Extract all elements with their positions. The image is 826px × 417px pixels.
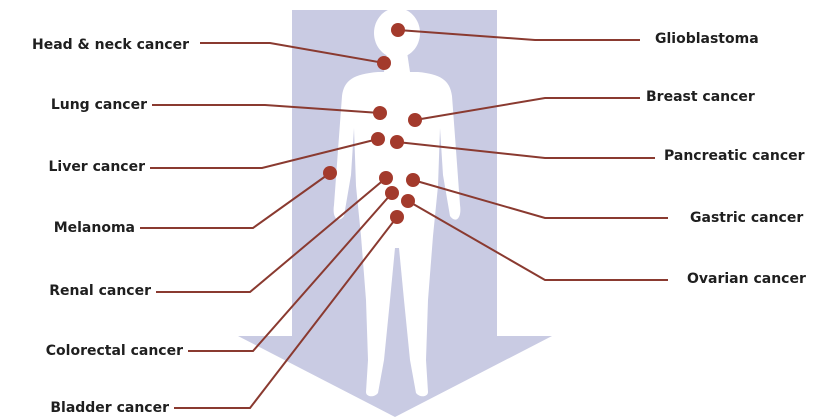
marker-bladder (390, 210, 404, 224)
label-colorectal: Colorectal cancer (46, 343, 183, 359)
label-bladder: Bladder cancer (50, 400, 169, 416)
label-glioblastoma: Glioblastoma (655, 31, 759, 47)
label-liver: Liver cancer (48, 159, 145, 175)
label-melanoma: Melanoma (54, 220, 135, 236)
label-lung: Lung cancer (51, 97, 147, 113)
marker-renal (379, 171, 393, 185)
label-pancreatic: Pancreatic cancer (664, 148, 805, 164)
label-ovarian: Ovarian cancer (687, 271, 806, 287)
marker-glioblastoma (391, 23, 405, 37)
marker-head-neck (377, 56, 391, 70)
marker-colorectal (385, 186, 399, 200)
label-head-neck: Head & neck cancer (32, 37, 189, 53)
label-gastric: Gastric cancer (690, 210, 803, 226)
marker-liver (371, 132, 385, 146)
marker-melanoma (323, 166, 337, 180)
marker-gastric (406, 173, 420, 187)
marker-lung (373, 106, 387, 120)
marker-pancreatic (390, 135, 404, 149)
marker-breast (408, 113, 422, 127)
label-renal: Renal cancer (49, 283, 151, 299)
label-breast: Breast cancer (646, 89, 755, 105)
marker-ovarian (401, 194, 415, 208)
